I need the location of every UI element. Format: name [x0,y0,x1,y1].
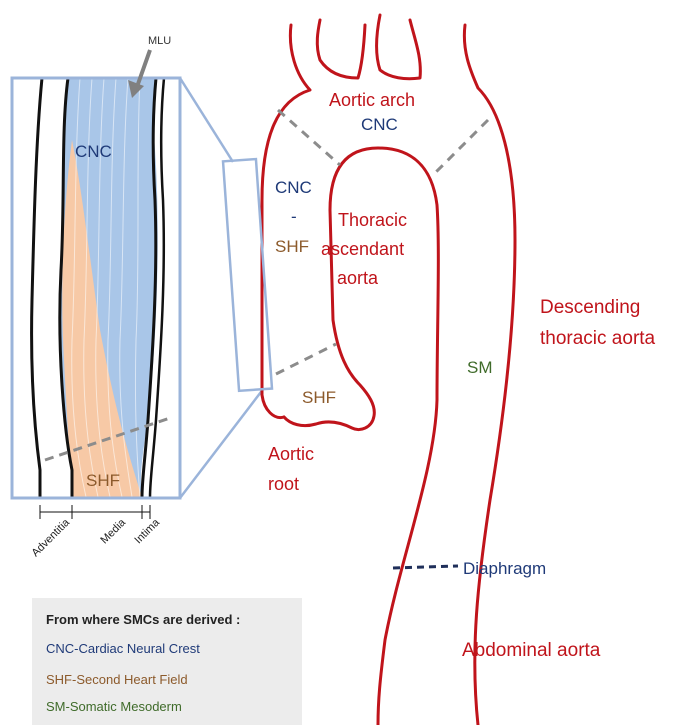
sm-label: SM [467,358,493,377]
legend-item-shf: SHF-Second Heart Field [46,672,188,687]
inset-cnc-label: CNC [75,142,112,161]
aortic-root-label-2: root [268,474,299,494]
mlu-label: MLU [148,35,171,47]
legend-item-sm: SM-Somatic Mesoderm [46,699,182,714]
descending-label-1: Descending [540,297,640,318]
layer-scale [40,505,150,519]
adventitia-outer-border [32,78,42,497]
aortic-root-label-1: Aortic [268,444,314,464]
mixed-shf-label: SHF [275,237,309,256]
aortic-arch-label: Aortic arch [329,90,415,110]
mixed-cnc-label: CNC [275,178,312,197]
legend: From where SMCs are derived : CNC-Cardia… [32,598,302,725]
media-label: Media [98,516,128,546]
zoom-connector-top [180,78,233,162]
ascending-label-2: ascendant [321,239,404,259]
adventitia-label: Adventitia [29,516,72,559]
root-shf-label: SHF [302,388,336,407]
vessel-wall-inset: MLU CNC SHF [12,35,264,498]
ascending-label-3: aorta [337,268,379,288]
ascending-label-1: Thoracic [338,210,407,230]
mixed-dash-label: - [291,207,297,226]
abdominal-aorta-label: Abdominal aorta [462,640,601,661]
legend-title: From where SMCs are derived : [46,612,240,627]
inset-shf-label: SHF [86,471,120,490]
diaphragm-label: Diaphragm [463,559,546,578]
zoom-connector-bottom [180,388,264,498]
zoom-source-box [223,159,272,391]
legend-item-cnc: CNC-Cardiac Neural Crest [46,641,200,656]
descending-label-2: thoracic aorta [540,328,656,349]
intima-label: Intima [132,516,162,546]
arch-cnc-label: CNC [361,115,398,134]
